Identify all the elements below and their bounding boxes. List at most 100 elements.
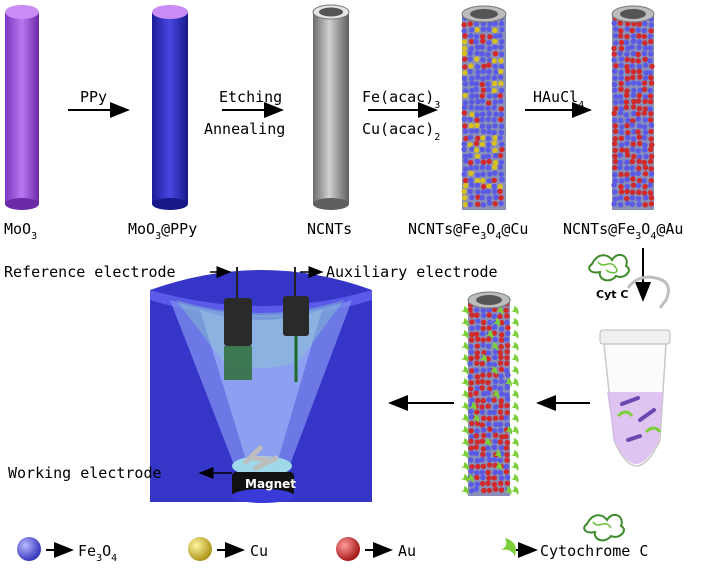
particle xyxy=(491,75,498,81)
particle xyxy=(647,45,653,51)
particle xyxy=(480,171,486,177)
particle xyxy=(493,349,499,355)
particle xyxy=(612,128,619,135)
particle xyxy=(498,98,504,105)
particle xyxy=(635,195,642,202)
particle xyxy=(467,134,474,141)
particle xyxy=(612,172,618,178)
cytochrome-protein-legend-icon xyxy=(583,513,625,542)
particle xyxy=(461,75,468,82)
particle xyxy=(468,177,474,184)
particle xyxy=(498,171,504,178)
particle xyxy=(486,456,493,463)
particle xyxy=(625,80,631,87)
particle xyxy=(480,463,487,470)
particle xyxy=(486,200,493,206)
particle xyxy=(461,28,467,34)
particle xyxy=(479,111,486,117)
particle xyxy=(480,128,487,135)
particle xyxy=(492,50,499,57)
particle xyxy=(612,178,619,184)
particle xyxy=(611,57,617,63)
particle xyxy=(481,432,487,439)
particle xyxy=(486,487,492,494)
particle xyxy=(498,68,504,75)
particle xyxy=(505,325,511,331)
particle xyxy=(485,87,492,93)
particle xyxy=(641,86,648,93)
moo3-ppy-label: MoO3@PPy xyxy=(128,220,197,242)
particle xyxy=(618,28,624,34)
particle xyxy=(469,80,475,86)
particle xyxy=(491,324,498,331)
magnet-label: Magnet xyxy=(245,477,296,491)
legend-au-label: Au xyxy=(398,542,416,560)
particle xyxy=(479,422,485,428)
particle xyxy=(473,147,480,153)
particle xyxy=(504,384,510,391)
particle xyxy=(485,51,491,58)
particle xyxy=(479,93,485,99)
particle xyxy=(473,140,480,147)
particle xyxy=(469,99,475,105)
particle xyxy=(497,349,504,356)
particle xyxy=(618,39,625,46)
particle xyxy=(637,74,643,80)
particle xyxy=(648,201,655,207)
particle xyxy=(611,182,617,188)
particle xyxy=(624,51,630,57)
particle xyxy=(463,88,469,94)
particle xyxy=(467,159,474,166)
particle xyxy=(636,158,642,165)
particle xyxy=(613,94,619,100)
particle xyxy=(629,44,635,50)
step2-label-line2: Annealing xyxy=(204,120,285,138)
particle xyxy=(498,366,505,373)
particle xyxy=(480,446,487,452)
particle xyxy=(503,415,509,421)
particle xyxy=(504,439,511,446)
particle xyxy=(467,188,473,195)
particle xyxy=(618,189,625,195)
particle xyxy=(491,140,497,146)
particle xyxy=(635,129,641,135)
particle xyxy=(504,396,511,402)
particle xyxy=(475,201,481,207)
particle xyxy=(503,433,509,440)
particle xyxy=(475,336,481,342)
particle xyxy=(467,56,473,62)
particle xyxy=(611,201,617,207)
particle xyxy=(485,188,491,194)
particle xyxy=(486,475,492,481)
particle xyxy=(467,386,474,392)
particle xyxy=(504,403,510,409)
particle xyxy=(612,117,618,124)
particle xyxy=(480,427,487,433)
particle xyxy=(624,188,630,195)
particle xyxy=(648,22,655,28)
particle xyxy=(630,92,637,98)
cytochrome-particle xyxy=(461,354,469,363)
particle xyxy=(497,74,504,80)
particle xyxy=(629,189,636,195)
cytochrome-particle xyxy=(511,426,519,435)
particle xyxy=(491,444,498,451)
particle xyxy=(468,170,474,176)
particle xyxy=(635,182,642,189)
particle xyxy=(499,391,505,397)
particle xyxy=(485,147,491,153)
particle xyxy=(648,75,654,81)
cytochrome-particle xyxy=(461,378,469,387)
particle xyxy=(624,76,631,82)
particle xyxy=(498,475,505,481)
eppendorf-tube xyxy=(599,275,671,467)
particle xyxy=(643,195,649,201)
particle xyxy=(492,404,499,410)
step1-label: PPy xyxy=(80,88,107,106)
particle xyxy=(467,360,473,367)
particle xyxy=(491,481,498,488)
particle xyxy=(468,438,474,444)
particle xyxy=(612,158,619,165)
particle xyxy=(504,349,510,355)
particle xyxy=(486,343,492,350)
